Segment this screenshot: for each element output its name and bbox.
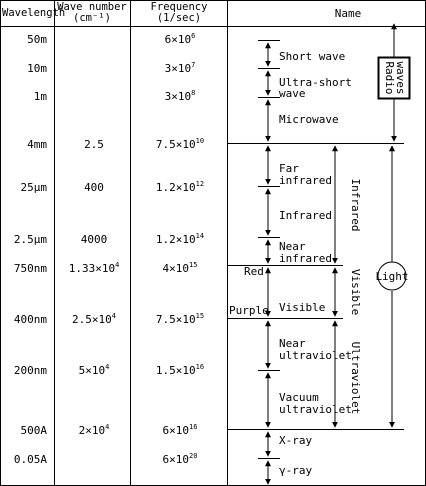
wavelength-cell: 0.05A (14, 453, 47, 466)
header-wavenumber-unit: (cm⁻¹) (73, 12, 111, 24)
name-short-wave: Short wave (279, 50, 345, 63)
frequency-cell: 1.2×1014 (156, 232, 204, 246)
wavelength-cell: 2.5μm (14, 233, 47, 246)
frequency-cell: 4×1015 (163, 261, 198, 275)
boundary-ticks (227, 41, 404, 459)
name-ultra-short-wave: Ultra-short (279, 76, 352, 89)
name-red: Red (244, 265, 264, 278)
wavelength-cell: 4mm (27, 138, 47, 151)
wavelength-cell: 10m (27, 62, 47, 75)
radio-waves-label: Radiowaves (383, 61, 407, 94)
header-wavelength: Wavelength (2, 7, 65, 19)
header-wavenumber: Wave number (57, 1, 127, 13)
name-far-infrared: Far (279, 162, 299, 175)
name-near-ultraviolet: Near (279, 337, 306, 350)
name-microwave: Microwave (279, 113, 339, 126)
wavelength-cell: 1m (34, 90, 48, 103)
light-circle (378, 262, 406, 290)
name-vacuum-ultraviolet: Vacuum (279, 391, 319, 404)
frequency-cell: 7.5×1010 (156, 137, 204, 151)
header-frequency-unit: (1/sec) (157, 12, 201, 24)
frequency-cell: 7.5×1015 (156, 312, 204, 326)
name-vacuum-ultraviolet-2: ultraviolet (279, 403, 352, 416)
radio-waves-box (379, 58, 410, 99)
visible-group-label: Visible (349, 269, 362, 315)
wavenumber-cell: 2×104 (79, 423, 110, 437)
name-near-infrared: Near (279, 240, 306, 253)
name-infrared: Infrared (279, 209, 332, 222)
wavenumber-cell: 1.33×104 (69, 261, 120, 275)
wavelength-cell: 500A (21, 424, 48, 437)
infrared-group-label: Infrared (349, 179, 362, 232)
header-frequency: Frequency (151, 1, 208, 13)
wavelength-cell: 400nm (14, 313, 47, 326)
frequency-cell: 6×1020 (163, 452, 198, 466)
wavenumber-cell: 4000 (81, 233, 108, 246)
frequency-cell: 1.5×1016 (156, 363, 204, 377)
wavelength-cell: 200nm (14, 364, 47, 377)
name-x-ray: X-ray (279, 434, 312, 447)
table-rows: 50m 6×106 10m 3×107 1m 3×108 4mm 2.5 7.5×1010 25μ… (14, 32, 204, 466)
wavenumber-cell: 400 (84, 181, 104, 194)
frequency-cell: 3×108 (165, 89, 196, 103)
name-near-ultraviolet-2: ultraviolet (279, 349, 352, 362)
frequency-cell: 6×106 (165, 32, 196, 46)
name-far-infrared-2: infrared (279, 174, 332, 187)
wavenumber-cell: 2.5×104 (72, 312, 116, 326)
wavenumber-cell: 2.5 (84, 138, 104, 151)
frequency-cell: 6×1016 (163, 423, 198, 437)
name-gamma-ray: γ-ray (279, 464, 312, 477)
ultraviolet-group-label: Ultraviolet (349, 342, 362, 415)
wavelength-cell: 50m (27, 33, 47, 46)
wavelength-cell: 25μm (21, 181, 48, 194)
name-ultra-short-wave-2: wave (279, 87, 306, 100)
frequency-cell: 3×107 (165, 61, 196, 75)
wavenumber-cell: 5×104 (79, 363, 110, 377)
name-visible: Visible (279, 301, 325, 314)
name-purple: Purple (229, 304, 269, 317)
wavelength-cell: 750nm (14, 262, 47, 275)
name-near-infrared-2: infrared (279, 252, 332, 265)
header-name: Name (335, 7, 362, 20)
frequency-cell: 1.2×1012 (156, 180, 204, 194)
light-label: Light (375, 270, 408, 283)
